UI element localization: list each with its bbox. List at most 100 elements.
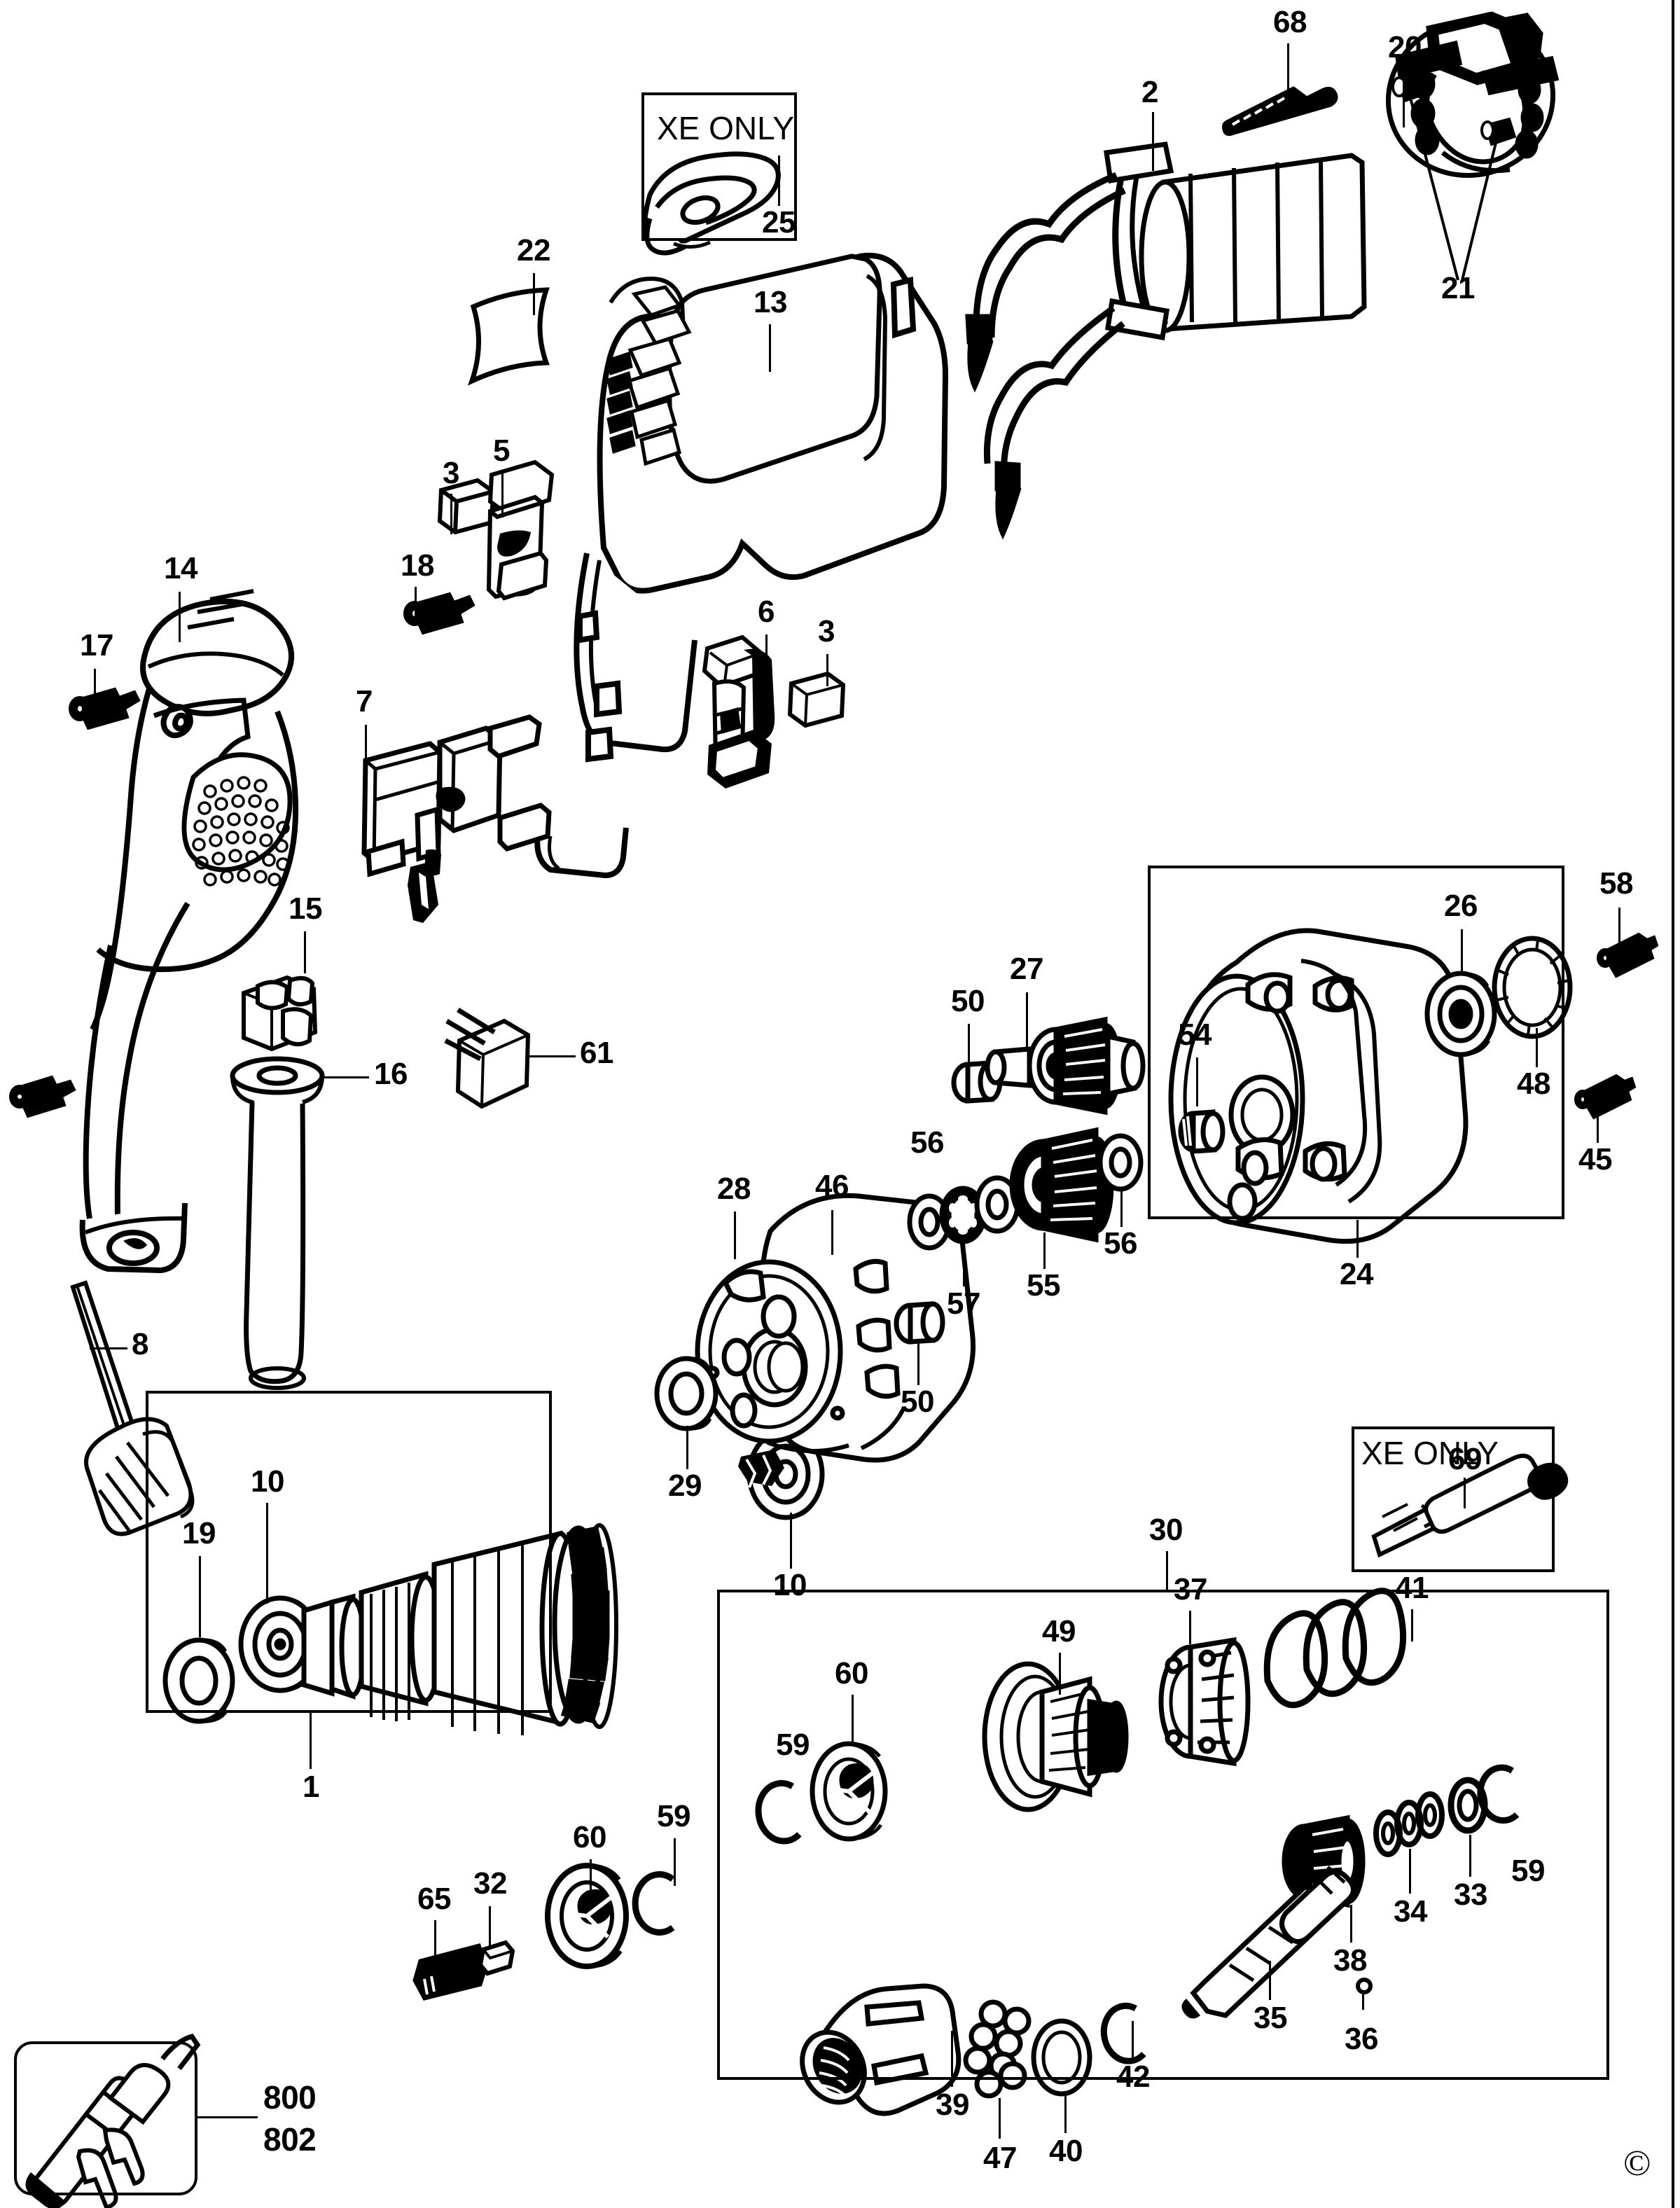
leader-41 (1411, 1609, 1413, 1641)
part-15-clamp (244, 978, 315, 1049)
callout-34: 34 (1394, 1894, 1427, 1929)
callout-2: 2 (1141, 75, 1158, 109)
callout-54: 54 (1178, 1018, 1212, 1052)
callout-10a: 10 (251, 1464, 284, 1499)
callout-13: 13 (754, 285, 787, 319)
leader-39 (951, 2031, 953, 2087)
callout-3a: 3 (443, 456, 459, 490)
inset-box-xe-only-bottom (1352, 1426, 1555, 1572)
callout-8: 8 (132, 1327, 148, 1361)
leader-13 (769, 324, 771, 372)
callout-50b: 50 (901, 1384, 934, 1419)
leader-17 (94, 669, 96, 705)
leader-68 (1287, 43, 1289, 109)
leader-49 (1059, 1653, 1061, 1695)
leader-32 (489, 1906, 491, 1947)
leader-24 (1356, 1220, 1359, 1258)
callout-19: 19 (182, 1516, 216, 1550)
callout-40: 40 (1049, 2134, 1083, 2168)
callout-49: 49 (1042, 1614, 1076, 1648)
callout-27: 27 (1010, 952, 1043, 986)
leader-28 (734, 1211, 736, 1259)
leader-20 (1403, 67, 1405, 127)
leader-21 (1410, 98, 1496, 280)
leader-14 (179, 592, 181, 642)
leader-34 (1409, 1849, 1411, 1894)
callout-57: 57 (947, 1286, 980, 1321)
callout-30: 30 (1149, 1513, 1183, 1547)
callout-6: 6 (758, 595, 775, 629)
callout-56b: 56 (1104, 1226, 1137, 1261)
leader-19 (199, 1556, 201, 1637)
leader-60a (852, 1695, 854, 1742)
callout-18: 18 (401, 548, 434, 583)
leader-55 (1043, 1233, 1046, 1269)
leader-58 (1618, 908, 1620, 944)
inset-box-armature-1 (146, 1391, 552, 1713)
callout-14: 14 (164, 551, 197, 585)
callout-22: 22 (517, 233, 550, 268)
leader-45 (1597, 1106, 1599, 1143)
callout-802: 802 (263, 2121, 317, 2158)
callout-33: 33 (1454, 1877, 1487, 1912)
callout-28: 28 (717, 1172, 751, 1206)
leader-2 (1152, 112, 1154, 171)
callout-36: 36 (1345, 2022, 1378, 2056)
leader-42 (1132, 2021, 1134, 2057)
callout-7: 7 (356, 684, 373, 718)
callout-60b: 60 (573, 1820, 606, 1854)
leader-30 (1166, 1551, 1168, 1592)
callout-65: 65 (417, 1882, 451, 1916)
inset-label-xe-only-bottom: XE ONLY (1361, 1435, 1499, 1471)
leader-10b (790, 1513, 792, 1569)
part-68-screw (1224, 88, 1337, 134)
part-32-pin (480, 1943, 513, 1973)
callout-58: 58 (1599, 866, 1633, 901)
leader-22 (533, 273, 535, 315)
leader-50b (917, 1339, 919, 1385)
part-22-nameplate (472, 290, 546, 381)
callout-59b: 59 (1511, 1854, 1545, 1888)
part-2-field-stator (968, 144, 1364, 534)
callout-24: 24 (1340, 1257, 1373, 1291)
leader-15 (304, 931, 306, 973)
part-58-screw (1598, 934, 1657, 976)
leader-7 (365, 725, 367, 768)
leader-8 (90, 1347, 127, 1349)
leader-59c (674, 1838, 676, 1886)
inset-box-gearbox-24 (1148, 866, 1564, 1219)
callout-42: 42 (1116, 2060, 1150, 2094)
callout-29: 29 (668, 1468, 702, 1503)
callout-55: 55 (1027, 1268, 1060, 1303)
callout-35: 35 (1254, 2001, 1287, 2035)
callout-69: 69 (1448, 1442, 1482, 1476)
part-17-screw (70, 689, 139, 728)
part-6-brush-holder-lower (704, 637, 775, 789)
leader-10a (266, 1503, 268, 1604)
callout-48: 48 (1517, 1067, 1550, 1101)
leader-29 (686, 1426, 688, 1469)
leader-48 (1536, 1028, 1538, 1067)
leader-5 (501, 471, 504, 518)
gear-cluster (910, 1020, 1143, 1248)
leader-1 (310, 1713, 312, 1769)
leader-46 (831, 1210, 833, 1255)
callout-59a: 59 (776, 1728, 810, 1762)
callout-68: 68 (1273, 5, 1307, 39)
callout-15: 15 (289, 891, 322, 926)
callout-60a: 60 (835, 1656, 868, 1690)
leader-50a (968, 1024, 970, 1063)
callout-46: 46 (815, 1169, 849, 1203)
part-3-brush-lower (790, 674, 843, 725)
leader-60b (590, 1859, 592, 1901)
leader-61 (529, 1055, 576, 1057)
part-16-side-handle-rod (232, 1059, 322, 1388)
leader-3b (826, 654, 828, 686)
callout-3b: 3 (818, 614, 835, 648)
part-28-gearcase-front (657, 1195, 973, 1487)
callout-17: 17 (80, 628, 113, 662)
part-60-collar-bottom (548, 1866, 626, 1966)
leader-56b (1120, 1190, 1123, 1227)
callout-47: 47 (983, 2141, 1017, 2175)
part-5-brush-holder-upper (489, 462, 552, 598)
